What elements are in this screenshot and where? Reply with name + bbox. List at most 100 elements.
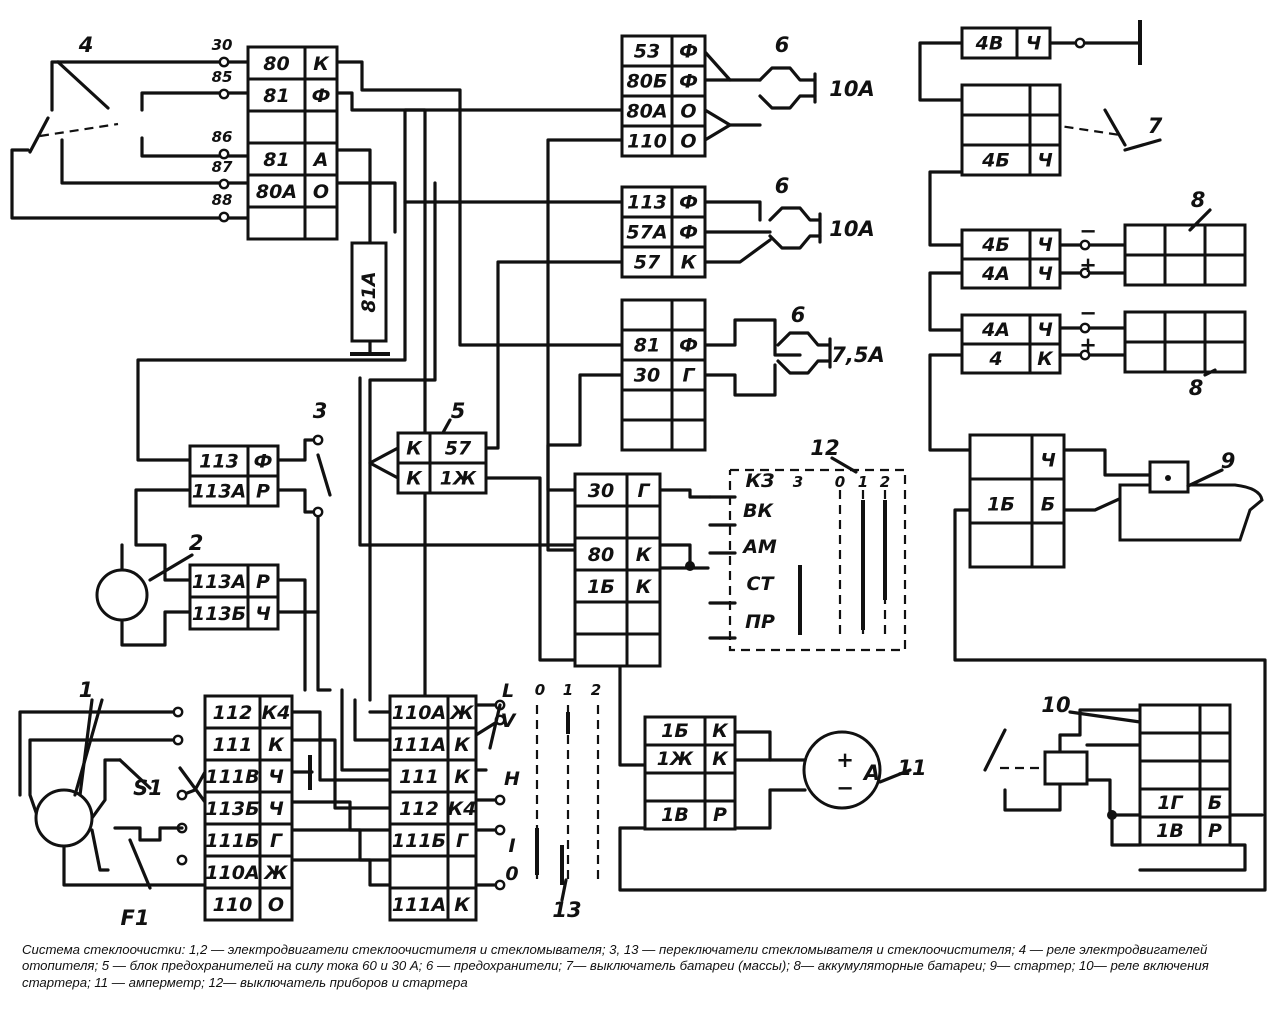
fuse-element	[776, 331, 832, 347]
wire	[136, 108, 624, 462]
block-cell: Ч	[268, 798, 283, 820]
label-battery-minus: −	[1079, 301, 1097, 325]
wire	[1060, 448, 1152, 477]
block-cell: Г	[456, 830, 469, 852]
starter	[1118, 483, 1264, 542]
label-ammeter-unit: А	[862, 761, 880, 785]
switch7-blade	[1103, 108, 1127, 147]
block-cell: 113	[627, 192, 667, 214]
block-frame	[203, 694, 294, 922]
starter-dot	[1165, 475, 1171, 481]
block-cell: 111Б	[205, 830, 259, 852]
wire	[618, 508, 1267, 892]
block-cell: Ф	[254, 451, 273, 473]
motor2	[95, 568, 149, 622]
label-fuse-rating: 7,5А	[831, 343, 884, 367]
wire	[703, 238, 772, 264]
block-cell: К	[681, 252, 698, 274]
block-cell: 1В	[1156, 820, 1184, 842]
label-switch12-terminal: КЗ	[745, 470, 774, 492]
fuse-element	[768, 234, 822, 250]
terminal	[1079, 267, 1091, 279]
block-cell: 110	[213, 894, 253, 916]
block-cell: 1Б	[987, 494, 1015, 516]
block-cell: Ж	[448, 702, 474, 724]
battery-1	[1123, 223, 1247, 287]
wire	[18, 710, 180, 797]
block-frame	[968, 433, 1066, 569]
wire	[928, 271, 964, 332]
wire	[28, 116, 50, 154]
terminal	[494, 879, 506, 891]
block-cell: 113Б	[205, 798, 259, 820]
block-cell: 112	[399, 798, 439, 820]
block-cell: К	[268, 734, 285, 756]
block-cell: 57	[445, 438, 472, 460]
label-f1: F1	[121, 906, 150, 930]
block-cell: Ж	[262, 862, 288, 884]
block-frame	[388, 694, 478, 922]
label-component-10: 10	[1041, 693, 1070, 717]
terminal	[1074, 37, 1086, 49]
wire	[703, 363, 777, 397]
block-cell: 1Ж	[440, 468, 477, 490]
block-cell: Г	[270, 830, 283, 852]
wire	[10, 148, 250, 220]
label-switch13-terminal: L	[502, 680, 514, 702]
block-cell: 4Б	[981, 150, 1010, 172]
label-component-7: 7	[1148, 114, 1163, 138]
leader-10	[1068, 710, 1142, 724]
switch-f1-frame	[113, 826, 184, 842]
terminal	[176, 789, 188, 801]
block-cell: 4В	[975, 33, 1004, 55]
terminal	[1079, 239, 1091, 251]
block-cell: 4А	[981, 263, 1010, 285]
block-cell: Ч	[1037, 234, 1052, 256]
block-cell: 53	[634, 41, 660, 63]
wire	[928, 353, 972, 452]
wire	[703, 108, 762, 127]
label-component-5: 5	[451, 399, 466, 423]
block-cell: О	[313, 181, 329, 203]
wire	[368, 446, 400, 480]
wire	[1003, 708, 1142, 812]
block-cell: Р	[1208, 820, 1222, 842]
block-frame	[620, 298, 707, 452]
terminal	[218, 178, 230, 190]
block-cell: Ф	[679, 41, 698, 63]
wire	[290, 800, 392, 832]
block-cell: Ч	[1037, 319, 1052, 341]
block-cell: К	[313, 53, 330, 75]
label-switch13-position: 2	[591, 681, 601, 699]
label-component-8: 8	[1189, 376, 1204, 400]
block-cell: 113А	[192, 481, 246, 503]
block-cell: К	[712, 720, 729, 742]
label-switch12-position: 0	[835, 473, 845, 491]
block-cell: 1Б	[661, 720, 689, 742]
terminal	[172, 734, 184, 746]
motor1-pointer	[73, 698, 104, 797]
label-fuse-rating: 10А	[829, 77, 874, 101]
wire	[90, 828, 110, 872]
block-cell: К	[454, 894, 471, 916]
block-cell: О	[268, 894, 284, 916]
wire	[703, 318, 802, 357]
wire	[290, 828, 392, 862]
block-cell: 81	[263, 85, 289, 107]
wire	[140, 136, 250, 158]
wire	[335, 181, 397, 234]
wire	[290, 738, 392, 810]
junction-dot	[685, 561, 695, 571]
relay-linkage	[39, 122, 119, 138]
block-cell: Ф	[312, 85, 331, 107]
wire	[658, 488, 712, 499]
